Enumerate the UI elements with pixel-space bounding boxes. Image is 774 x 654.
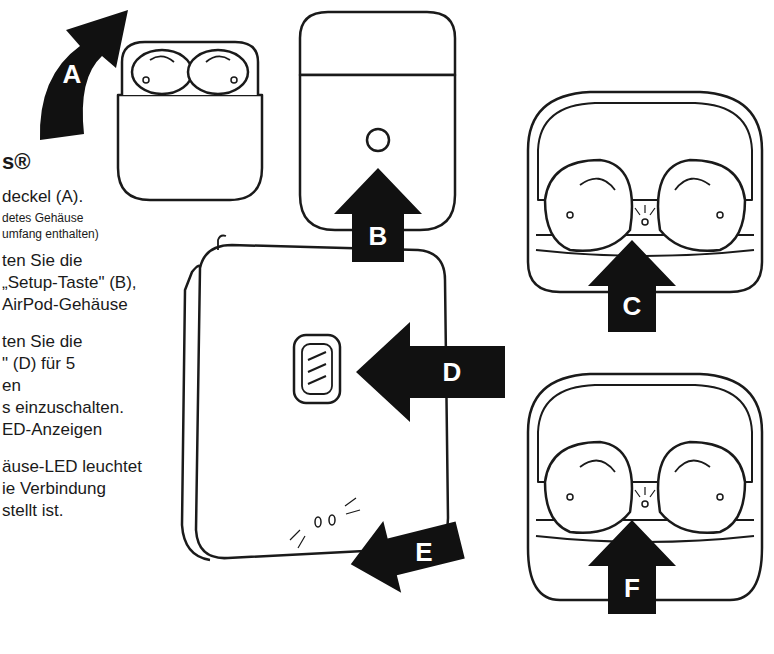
case-tray [122,42,258,95]
instruction-text: ten Sie die [2,333,82,352]
case-lid [300,12,455,75]
instruction-text: " (D) für 5 [2,355,75,374]
power-bank [196,245,448,558]
arrow-c [588,240,676,332]
instruction-text: detes Gehäuse [2,212,83,225]
instruction-text: äuse-LED leuchtet [2,458,142,477]
bank-led [329,515,335,525]
setup-button [367,129,389,151]
callout-letter: A [63,61,82,87]
power-button [294,335,340,403]
instruction-text: ie Verbindung [2,480,106,499]
callout-letter: D [443,359,462,385]
instruction-text: stellt ist. [2,502,63,521]
earbud [545,160,632,251]
instruction-text: ten Sie die [2,252,82,271]
arrow-e [343,504,470,603]
arrow-a [40,10,128,140]
earbud [545,442,632,533]
case-body [118,95,262,200]
callout-letter: E [415,539,432,565]
earbud [658,442,745,533]
instruction-text: umfang enthalten) [2,228,99,241]
arrow-b [334,168,422,262]
instruction-text: s® [2,150,30,174]
instruction-text: AirPod-Gehäuse [2,296,128,315]
callout-letter: C [623,293,642,319]
bank-led [315,517,321,527]
arrow-f [588,520,676,614]
instruction-text: en [2,377,21,396]
case-led [642,219,648,225]
callout-letter: B [369,223,388,249]
instruction-text: ED-Anzeigen [2,421,102,440]
arrow-d [356,322,505,422]
instruction-text: „Setup-Taste" (B), [2,274,137,293]
instruction-text: deckel (A). [2,188,83,207]
callout-letter: F [624,575,640,601]
instruction-text: s einzuschalten. [2,399,124,418]
earbud [658,160,745,251]
case-led [642,501,648,507]
